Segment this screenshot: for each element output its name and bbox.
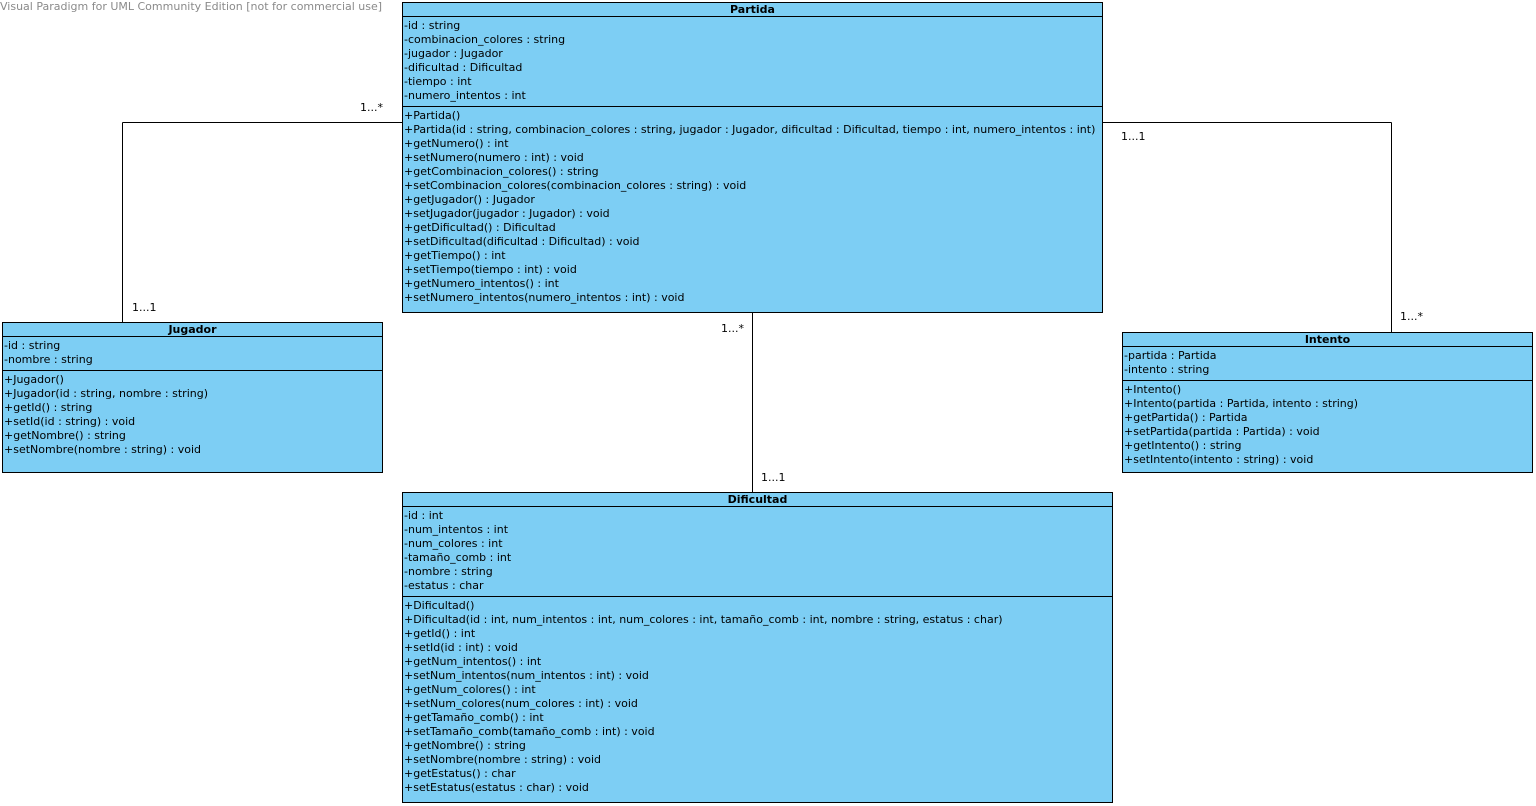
operation: +Jugador() <box>4 373 64 386</box>
class-jugador-operations: +Jugador() +Jugador(id : string, nombre … <box>3 371 382 459</box>
operation: +setIntento(intento : string) : void <box>1124 453 1314 466</box>
attribute: -id : string <box>4 339 61 352</box>
attribute: -id : string <box>404 19 461 32</box>
operation: +setTamaño_comb(tamaño_comb : int) : voi… <box>404 725 655 738</box>
operation: +setJugador(jugador : Jugador) : void <box>404 207 610 220</box>
class-partida-name: Partida <box>403 3 1102 17</box>
attribute: -nombre : string <box>4 353 93 366</box>
attribute: -partida : Partida <box>1124 349 1217 362</box>
operation: +setNombre(nombre : string) : void <box>4 443 202 456</box>
multiplicity-partida-intento-partida-end: 1...1 <box>1121 130 1146 143</box>
attribute: -intento : string <box>1124 363 1210 376</box>
attribute: -nombre : string <box>404 565 493 578</box>
operation: +setDificultad(dificultad : Dificultad) … <box>404 235 640 248</box>
operation: +getId() : int <box>404 627 476 640</box>
operation: +getNumero() : int <box>404 137 509 150</box>
operation: +getIntento() : string <box>1124 439 1242 452</box>
operation: +getTiempo() : int <box>404 249 506 262</box>
attribute: -num_intentos : int <box>404 523 509 536</box>
operation: +getEstatus() : char <box>404 767 516 780</box>
class-dificultad-attributes: -id : int -num_intentos : int -num_color… <box>403 507 1112 597</box>
class-dificultad-operations: +Dificultad() +Dificultad(id : int, num_… <box>403 597 1112 797</box>
operation: +setCombinacion_colores(combinacion_colo… <box>404 179 747 192</box>
class-intento-operations: +Intento() +Intento(partida : Partida, i… <box>1123 381 1532 469</box>
operation: +Dificultad(id : int, num_intentos : int… <box>404 613 1003 626</box>
operation: +getNombre() : string <box>404 739 526 752</box>
operation: +getJugador() : Jugador <box>404 193 535 206</box>
class-intento-attributes: -partida : Partida -intento : string <box>1123 347 1532 381</box>
operation: +setNum_intentos(num_intentos : int) : v… <box>404 669 649 682</box>
multiplicity-partida-dificultad-partida-end: 1...* <box>721 322 744 335</box>
operation: +getId() : string <box>4 401 93 414</box>
class-partida-attributes: -id : string -combinacion_colores : stri… <box>403 17 1102 107</box>
operation: +getTamaño_comb() : int <box>404 711 544 724</box>
operation: +setPartida(partida : Partida) : void <box>1124 425 1320 438</box>
class-jugador-name: Jugador <box>3 323 382 337</box>
operation: +getPartida() : Partida <box>1124 411 1248 424</box>
operation: +setId(id : int) : void <box>404 641 518 654</box>
attribute: -id : int <box>404 509 444 522</box>
operation: +getNum_colores() : int <box>404 683 536 696</box>
attribute: -tamaño_comb : int <box>404 551 512 564</box>
class-jugador-attributes: -id : string -nombre : string <box>3 337 382 371</box>
operation: +getCombinacion_colores() : string <box>404 165 599 178</box>
attribute: -tiempo : int <box>404 75 472 88</box>
operation: +Jugador(id : string, nombre : string) <box>4 387 209 400</box>
operation: +setId(id : string) : void <box>4 415 136 428</box>
operation: +getNombre() : string <box>4 429 126 442</box>
operation: +Partida() <box>404 109 461 122</box>
multiplicity-partida-intento-intento-end: 1...* <box>1400 310 1423 323</box>
attribute: -numero_intentos : int <box>404 89 526 102</box>
attribute: -combinacion_colores : string <box>404 33 566 46</box>
operation: +getDificultad() : Dificultad <box>404 221 556 234</box>
class-dificultad[interactable]: Dificultad -id : int -num_intentos : int… <box>402 492 1113 803</box>
class-partida-operations: +Partida() +Partida(id : string, combina… <box>403 107 1102 307</box>
attribute: -jugador : Jugador <box>404 47 503 60</box>
operation: +setNumero(numero : int) : void <box>404 151 584 164</box>
operation: +Intento() <box>1124 383 1182 396</box>
operation: +setNombre(nombre : string) : void <box>404 753 602 766</box>
multiplicity-partida-jugador-partida-end: 1...* <box>360 101 383 114</box>
attribute: -estatus : char <box>404 579 484 592</box>
operation: +setEstatus(estatus : char) : void <box>404 781 589 794</box>
operation: +Partida(id : string, combinacion_colore… <box>404 123 1096 136</box>
class-intento[interactable]: Intento -partida : Partida -intento : st… <box>1122 332 1533 473</box>
attribute: -dificultad : Dificultad <box>404 61 523 74</box>
operation: +setNum_colores(num_colores : int) : voi… <box>404 697 638 710</box>
operation: +setNumero_intentos(numero_intentos : in… <box>404 291 685 304</box>
operation: +getNum_intentos() : int <box>404 655 542 668</box>
class-intento-name: Intento <box>1123 333 1532 347</box>
operation: +getNumero_intentos() : int <box>404 277 559 290</box>
operation: +Dificultad() <box>404 599 475 612</box>
operation: +Intento(partida : Partida, intento : st… <box>1124 397 1359 410</box>
multiplicity-partida-dificultad-dificultad-end: 1...1 <box>761 471 786 484</box>
class-partida[interactable]: Partida -id : string -combinacion_colore… <box>402 2 1103 313</box>
class-jugador[interactable]: Jugador -id : string -nombre : string +J… <box>2 322 383 473</box>
operation: +setTiempo(tiempo : int) : void <box>404 263 577 276</box>
attribute: -num_colores : int <box>404 537 503 550</box>
watermark-text: Visual Paradigm for UML Community Editio… <box>0 0 383 13</box>
multiplicity-partida-jugador-jugador-end: 1...1 <box>132 301 157 314</box>
class-dificultad-name: Dificultad <box>403 493 1112 507</box>
